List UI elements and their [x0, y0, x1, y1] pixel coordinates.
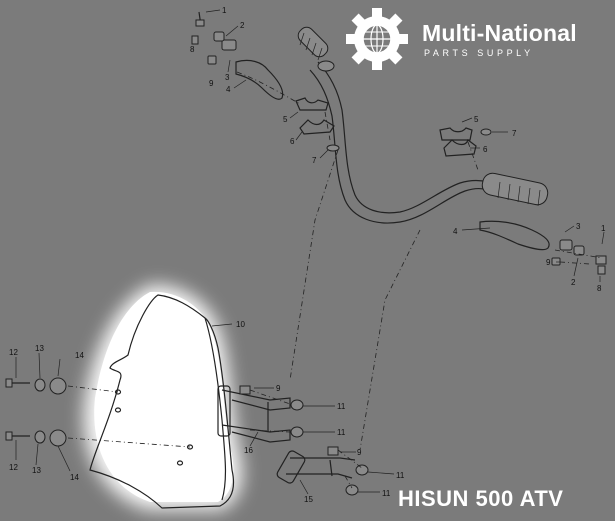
callout-label: 9: [209, 79, 214, 88]
centerlines: [67, 71, 603, 489]
callout-label: 2: [571, 278, 576, 287]
callout-label: 3: [225, 73, 230, 82]
right-lever-assembly: [479, 220, 607, 275]
lower-bracket: [276, 446, 369, 496]
windshield: [89, 294, 235, 509]
brand-logo: [344, 8, 610, 70]
callout-label: 9: [276, 384, 281, 393]
callout-label: 15: [304, 495, 313, 504]
callout-label: 6: [483, 145, 488, 154]
callout-label: 16: [244, 446, 253, 455]
callout-label: 12: [9, 463, 18, 472]
callout-label: 6: [290, 137, 295, 146]
callout-label: 11: [396, 471, 405, 480]
callout-label: 13: [35, 344, 44, 353]
callout-label: 7: [512, 129, 517, 138]
callout-label: 11: [337, 428, 346, 437]
callout-label: 13: [32, 466, 41, 475]
callout-label: 7: [312, 156, 317, 165]
callout-label: 14: [75, 351, 84, 360]
callout-label: 12: [9, 348, 18, 357]
callout-label: 4: [453, 227, 458, 236]
left-clamps: [295, 97, 340, 152]
left-lever-assembly: [191, 11, 284, 100]
callout-label: 10: [236, 320, 245, 329]
callout-label: 5: [474, 115, 479, 124]
callout-label: 1: [222, 6, 227, 15]
callout-label: 14: [70, 473, 79, 482]
brand-tagline: PARTS SUPPLY: [424, 48, 534, 58]
windshield-highlight: [83, 284, 243, 510]
callout-label: 3: [576, 222, 581, 231]
right-clamps: [439, 127, 492, 157]
leader-lines: [15, 9, 605, 495]
callout-label: 1: [601, 224, 606, 233]
callout-label: 4: [226, 85, 231, 94]
handlebar: [297, 26, 549, 224]
callout-label: 11: [337, 402, 346, 411]
callout-label: 11: [382, 489, 391, 498]
callout-labels: 1 2 8 3 9 4 5 6 7 5 6 7 3 4 1 9 2 8 10 1…: [9, 6, 606, 504]
model-title: HISUN 500 ATV: [398, 486, 564, 511]
callout-label: 8: [597, 284, 602, 293]
callout-label: 8: [190, 45, 195, 54]
callout-label: 9: [357, 448, 362, 457]
callout-label: 5: [283, 115, 288, 124]
callout-label: 2: [240, 21, 245, 30]
brand-name: Multi-National: [422, 20, 577, 46]
gear-globe-icon: [346, 8, 408, 70]
callout-label: 9: [546, 258, 551, 267]
windshield-hardware: [5, 377, 67, 447]
